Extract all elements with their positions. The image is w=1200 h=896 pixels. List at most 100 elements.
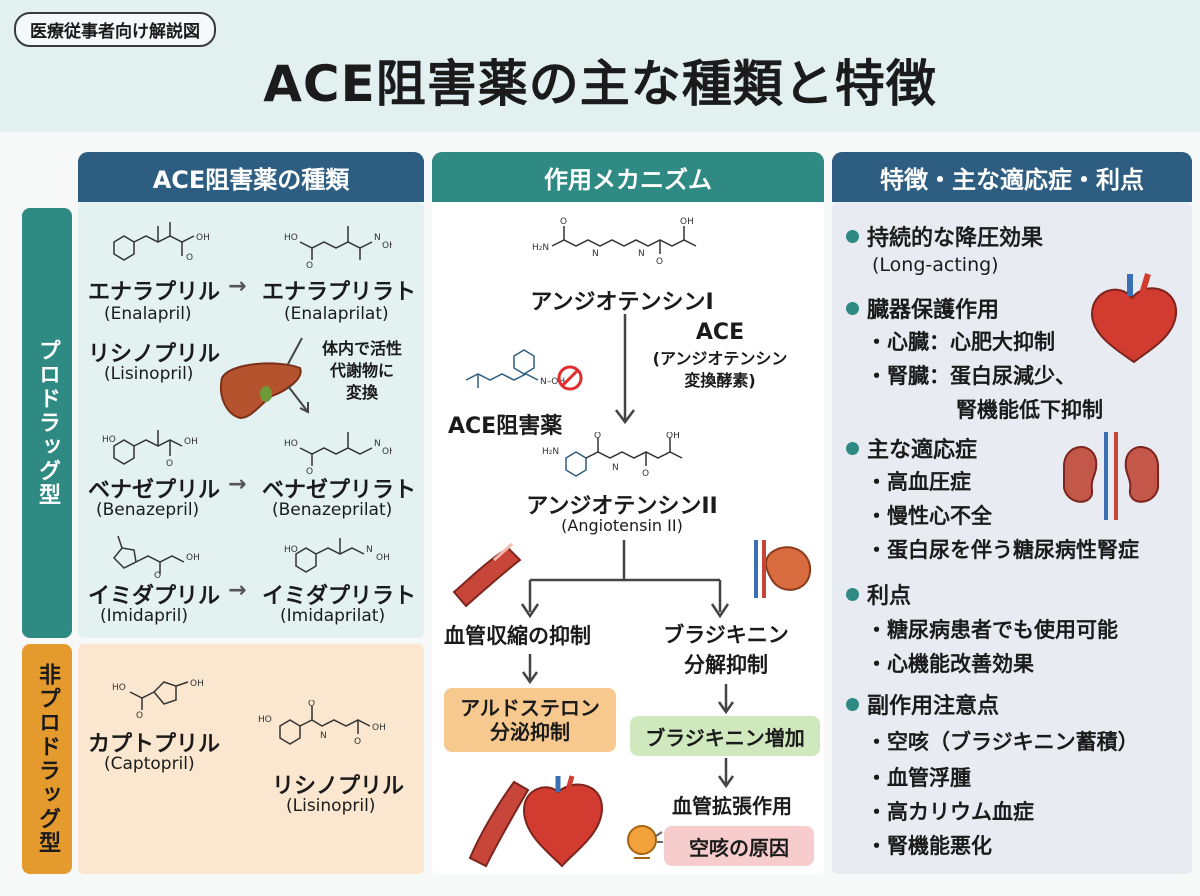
svg-text:O: O	[656, 257, 663, 267]
svg-text:O: O	[594, 432, 601, 441]
ace-full-line2: 変換酵素)	[684, 371, 756, 390]
lisinopril-name: リシノプリル	[88, 342, 221, 367]
benazepril-conversion-arrow: →	[228, 472, 247, 497]
cough-person-icon	[627, 825, 663, 859]
svg-text:O: O	[354, 737, 361, 747]
down-arrow-left	[521, 654, 539, 685]
split-arrow	[520, 540, 730, 619]
feature-indication-item-1: ・高血圧症	[866, 470, 971, 494]
svg-text:N: N	[374, 233, 381, 243]
feature-side-effect-item-2: ・血管浮腫	[866, 766, 971, 790]
svg-text:OH: OH	[186, 553, 200, 563]
svg-text:OH: OH	[196, 233, 210, 243]
svg-text:OH: OH	[666, 432, 680, 441]
captopril-latin: (Captopril)	[104, 754, 195, 774]
angiotensin2-structure-icon: H₂N O N O OH	[542, 432, 683, 479]
svg-text:OH: OH	[184, 437, 198, 447]
svg-text:OH: OH	[382, 241, 392, 251]
column-header-types: ACE阻害薬の種類	[78, 152, 424, 202]
svg-text:HO: HO	[284, 545, 298, 555]
imidapril-conversion-arrow: →	[228, 578, 247, 603]
enalapril-conversion-arrow: →	[228, 274, 247, 299]
conversion-down-arrow	[615, 314, 635, 425]
imidaprilat-latin: (Imidaprilat)	[280, 606, 386, 626]
svg-text:O: O	[306, 467, 313, 477]
svg-text:OH: OH	[376, 553, 390, 563]
metabolism-note-line2: 代謝物に	[330, 361, 395, 380]
feature-side-effect-item-3: ・高カリウム血症	[866, 800, 1034, 824]
bullet-icon	[846, 302, 859, 315]
metabolism-note-line3: 変換	[346, 383, 379, 402]
svg-text:O: O	[642, 469, 649, 479]
imidaprilat-structure-icon: HO NOH	[284, 538, 390, 573]
svg-text:OH: OH	[680, 217, 694, 227]
feature-side-effect-item-4: ・腎機能悪化	[866, 834, 992, 858]
svg-text:OH: OH	[382, 447, 392, 457]
svg-text:O: O	[154, 571, 161, 580]
imidapril-name: イミダプリル	[88, 584, 221, 609]
feature-advantage-item-1: ・糖尿病患者でも使用可能	[866, 618, 1118, 642]
svg-text:O: O	[560, 217, 567, 227]
liver-icon	[220, 362, 302, 420]
enalapril-structure-icon: OOH	[113, 222, 210, 263]
prodrug-panel	[78, 202, 424, 638]
svg-text:HO: HO	[258, 715, 272, 725]
svg-text:N–OH: N–OH	[540, 377, 565, 387]
feature-advantage-item-2: ・心機能改善効果	[866, 652, 1034, 676]
column-header-features: 特徴・主な適応症・利点	[832, 152, 1192, 202]
benazepril-name: ベナゼプリル	[88, 478, 221, 503]
down-arrow-right-2	[717, 758, 735, 789]
ace-full-line1: (アンジオテンシン	[652, 349, 788, 368]
feature-organ-item-2: ・腎臓：蛋白尿減少、	[866, 364, 1076, 388]
vessel-heart-icon	[468, 775, 604, 868]
svg-text:H₂N: H₂N	[542, 447, 559, 457]
aldosterone-line1: アルドステロン	[460, 696, 600, 720]
bullet-icon	[846, 442, 859, 455]
feature-indications: 主な適応症	[846, 432, 977, 464]
benazeprilat-latin: (Benazeprilat)	[272, 500, 393, 520]
feature-sustained: 持続的な降圧効果	[846, 220, 1043, 252]
ace-inhibitor-structure-icon: N–OH	[465, 349, 583, 391]
svg-text:OH: OH	[190, 679, 204, 689]
mechanism-panel	[432, 202, 824, 874]
svg-text:N: N	[374, 439, 381, 449]
captopril-structure-icon: HO O OH	[112, 679, 204, 721]
svg-text:N: N	[612, 463, 619, 473]
feature-indication-item-2: ・慢性心不全	[866, 504, 992, 528]
svg-text:OH: OH	[372, 723, 386, 733]
bradykinin-increase-box: ブラジキニン増加	[630, 716, 820, 756]
feature-indication-item-3: ・蛋白尿を伴う糖尿病性腎症	[866, 538, 1139, 562]
prodrug-side-label: プロドラッグ型	[22, 208, 72, 638]
bullet-icon	[846, 698, 859, 711]
kidney-icon	[1063, 432, 1159, 520]
lisinopril-latin: (Lisinopril)	[104, 364, 194, 384]
feature-sustained-sub: (Long-acting)	[872, 254, 999, 276]
angiotensin2-label: アンジオテンシンII	[526, 494, 718, 519]
svg-text:N: N	[366, 545, 373, 555]
column-header-mechanism: 作用メカニズム	[432, 152, 824, 202]
svg-text:O: O	[186, 253, 193, 263]
enalaprilat-latin: (Enalaprilat)	[284, 304, 389, 324]
imidapril-latin: (Imidapril)	[100, 606, 188, 626]
imidaprilat-name: イミダプリラト	[262, 584, 417, 609]
cough-cause-box: 空咳の原因	[664, 826, 814, 866]
vasodilation-label: 血管拡張作用	[672, 794, 792, 818]
svg-text:N: N	[320, 731, 327, 741]
lisinopril-nonprodrug-name: リシノプリル	[272, 774, 405, 799]
vasoconstriction-inhibition-label: 血管収縮の抑制	[444, 624, 591, 648]
ace-label: ACE	[695, 320, 745, 345]
aldosterone-box: アルドステロン 分泌抑制	[444, 688, 616, 752]
aldosterone-line2: 分泌抑制	[490, 720, 570, 744]
page-title: ACE阻害薬の主な種類と特徴	[263, 55, 937, 113]
svg-text:HO: HO	[102, 435, 116, 445]
feature-side-effect-item-1: ・空咳（ブラジキニン蓄積）	[866, 730, 1139, 754]
heart-icon	[1090, 273, 1178, 364]
down-arrow-right	[717, 684, 735, 715]
svg-text:N: N	[638, 249, 645, 259]
conversion-arrows-icon	[287, 337, 309, 414]
svg-text:O: O	[136, 711, 143, 721]
non-prodrug-side-label: 非プロドラッグ型	[22, 644, 72, 874]
feature-advantages: 利点	[846, 578, 911, 610]
svg-text:N: N	[592, 249, 599, 259]
